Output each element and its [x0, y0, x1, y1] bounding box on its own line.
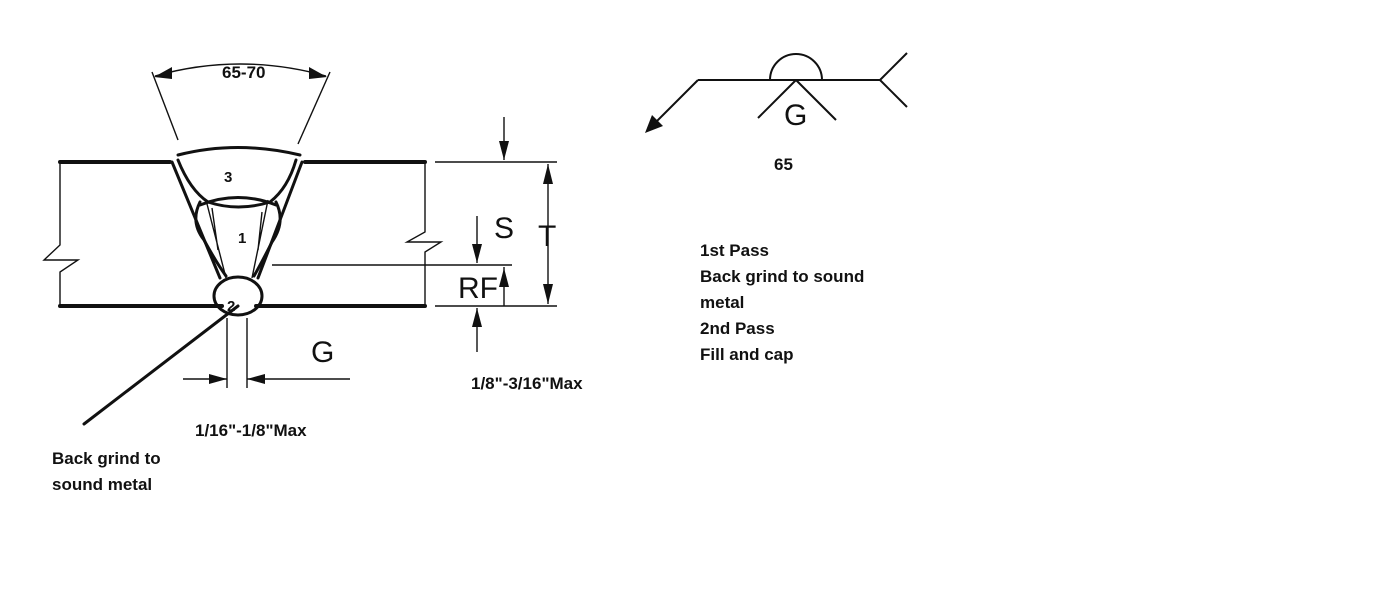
v-groove-left	[757, 79, 797, 119]
tail-lower	[879, 79, 908, 108]
root-face-dimension-label: 1/8"-3/16"Max	[471, 374, 583, 393]
root-gap-dimension: G 1/16"-1/8"Max	[183, 318, 350, 440]
back-grind-note-line-2: sound metal	[52, 475, 153, 494]
angle-extension-right	[297, 71, 331, 145]
symbol-arrowhead	[645, 115, 663, 133]
back-grind-note-line-1: Back grind to	[52, 449, 161, 468]
tail-upper	[879, 52, 908, 81]
procedure-note-2: Back grind to sound	[700, 267, 865, 286]
thickness-dimensions: T S RF 1/8"-3/16"Max	[272, 117, 583, 393]
back-grind-leader-line	[82, 304, 240, 426]
procedure-note-1: 1st Pass	[700, 241, 769, 260]
groove-angle-dimension: 65-70	[151, 63, 331, 145]
right-break-line	[404, 162, 444, 306]
welding-symbol: G 65	[645, 52, 908, 174]
back-weld-symbol	[769, 53, 823, 81]
gap-arrow-right	[247, 374, 265, 384]
gap-dimension-label: 1/16"-1/8"Max	[195, 421, 307, 440]
left-break-line	[42, 162, 81, 306]
groove-angle-label: 65-70	[222, 63, 265, 82]
procedure-notes: 1st Pass Back grind to sound metal 2nd P…	[700, 238, 864, 368]
angle-extension-left	[151, 71, 179, 141]
procedure-note-5: Fill and cap	[700, 345, 794, 364]
angle-arrow-right	[309, 67, 327, 79]
angle-arrow-left	[154, 67, 172, 79]
weld-groove: 3 1 2	[170, 146, 304, 317]
depth-arrow-top	[499, 141, 509, 160]
weld-bead-1	[194, 200, 282, 278]
thickness-arrow-top	[543, 164, 553, 184]
back-grind-note: Back grind to sound metal	[52, 446, 161, 498]
root-face-letter: RF	[458, 272, 498, 305]
gap-letter-section: G	[311, 336, 334, 369]
bead-label-2: 2	[227, 298, 235, 315]
base-plates	[42, 160, 444, 308]
bead-label-3: 3	[224, 169, 232, 186]
weld-bead-3-bottom	[198, 196, 278, 207]
procedure-note-3: metal	[700, 293, 745, 312]
gap-arrow-left	[209, 374, 227, 384]
depth-arrow-bottom	[472, 244, 482, 263]
symbol-angle-label: 65	[774, 155, 793, 174]
symbol-gap-letter: G	[784, 99, 807, 132]
root-face-arrow-bottom	[472, 308, 482, 327]
v-groove-right	[795, 79, 837, 121]
groove-hatch-left	[205, 199, 227, 279]
bead-label-1: 1	[238, 230, 246, 247]
procedure-note-4: 2nd Pass	[700, 319, 775, 338]
depth-letter: S	[494, 212, 514, 245]
weld-bead-3	[176, 146, 302, 209]
root-face-arrow-up	[499, 268, 509, 287]
thickness-letter: T	[538, 220, 556, 253]
back-grind-leader	[82, 304, 240, 426]
groove-hatch-right	[251, 199, 269, 279]
thickness-arrow-bottom	[543, 284, 553, 304]
angle-arc	[154, 63, 327, 77]
weld-bead-2	[212, 275, 264, 317]
